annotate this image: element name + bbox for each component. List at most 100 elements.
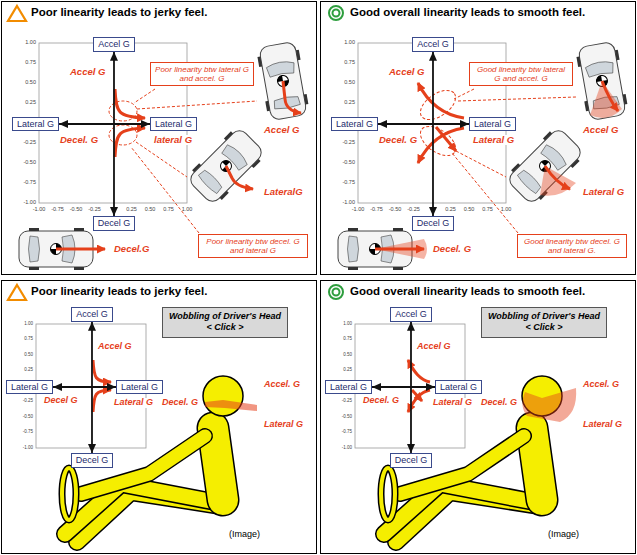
axis-tick: 1.00 — [501, 207, 512, 213]
axis-label-box: Accel G — [412, 37, 454, 52]
axis-tick: -0.50 — [342, 415, 352, 420]
callout-text: Good linearity btw lateral G and accel. … — [473, 65, 569, 83]
axis-tick: -1.00 — [352, 207, 365, 213]
axis-tick: -0.50 — [23, 160, 36, 166]
axis-tick: -0.50 — [23, 415, 33, 420]
g-label: Accel G — [97, 342, 133, 352]
leader-line — [452, 153, 518, 233]
g-fan — [540, 166, 576, 196]
axis-tick: 0.50 — [145, 207, 156, 213]
car-top-view — [256, 41, 310, 121]
info-hint: < Click > — [169, 322, 281, 333]
g-curve — [412, 390, 422, 401]
leader-line — [134, 89, 155, 103]
axis-tick: 0.75 — [163, 207, 174, 213]
g-curve — [115, 128, 145, 157]
g-curve — [93, 390, 111, 412]
axis-tick: -0.25 — [23, 140, 36, 146]
good-rating-circle — [329, 285, 343, 299]
axis-label-box: Lateral G — [435, 380, 482, 395]
g-arrow — [602, 81, 618, 111]
g-label: Decel. G — [161, 398, 199, 408]
g-label: lateral G — [153, 135, 193, 145]
axis-label-box: Accel G — [93, 37, 135, 52]
poor-rating-triangle — [8, 285, 26, 300]
info-title: Wobbling of Driver's Head — [488, 311, 600, 322]
axis-label-box: Decel G — [71, 453, 114, 468]
axis-tick: 0.25 — [343, 368, 352, 373]
axis-label: Decel G — [395, 455, 428, 466]
axis-tick: 1.00 — [24, 322, 33, 327]
axis-label-box: Lateral G — [12, 117, 59, 132]
callout-box: Poor linearity btw lateral G and accel. … — [150, 62, 254, 86]
axis-tick: 0.75 — [25, 60, 36, 66]
g-label: Decel. G — [432, 244, 472, 254]
info-box: Wobbling of Driver's Head< Click > — [162, 307, 288, 338]
g-label: Lateral G — [263, 420, 304, 430]
g-arrow — [545, 166, 570, 189]
axis-tick: -0.50 — [342, 160, 355, 166]
g-fan — [590, 81, 622, 118]
leader-line — [136, 142, 187, 177]
axis-label: Lateral G — [336, 119, 373, 130]
leader-line — [454, 89, 474, 99]
axis-tick: 1.00 — [343, 322, 352, 327]
axis-label: Accel G — [76, 309, 108, 320]
axis-label-box: Lateral G — [116, 380, 163, 395]
axis-tick: 0.75 — [344, 60, 355, 66]
panel-art — [329, 6, 629, 270]
g-curve — [115, 89, 145, 118]
callout-box: Good linearity btw lateral G and accel. … — [469, 62, 573, 86]
info-hint: < Click > — [488, 322, 600, 333]
g-label: Decel. G — [378, 135, 418, 145]
axis-label: Lateral G — [11, 382, 48, 393]
axis-label-box: Lateral G — [469, 117, 516, 132]
g-label: Lateral G — [113, 398, 154, 408]
poor-rating-triangle — [8, 6, 26, 21]
axis-tick: -0.75 — [23, 180, 36, 186]
image-note: (Image) — [548, 530, 579, 540]
axis-tick: 0.25 — [24, 368, 33, 373]
panel-art — [8, 6, 310, 270]
axis-label: Lateral G — [121, 382, 158, 393]
g-label: Decel. G — [480, 398, 518, 408]
callout-text: Poor linearity btw lateral G and accel. … — [154, 65, 250, 83]
g-arrow — [226, 166, 253, 189]
chart-panel: Good overall linearity leads to smooth f… — [320, 280, 636, 554]
good-rating-circle — [333, 289, 340, 296]
axis-tick: -0.25 — [23, 399, 33, 404]
axis-tick: -0.25 — [407, 207, 420, 213]
axis-label: Decel G — [417, 218, 450, 229]
axis-tick: 0.25 — [25, 100, 36, 106]
axis-arrow — [113, 52, 115, 216]
axis-tick: -1.00 — [33, 207, 46, 213]
axis-tick: -1.00 — [23, 446, 33, 451]
leader-line — [137, 101, 257, 109]
axis-tick: 1.00 — [25, 40, 36, 46]
g-fan — [375, 239, 427, 259]
axis-label: Decel G — [98, 218, 131, 229]
axis-label-box: Lateral G — [331, 117, 378, 132]
axis-label: Lateral G — [330, 382, 367, 393]
axis-tick: 0.75 — [24, 337, 33, 342]
g-curve — [418, 128, 464, 163]
axis-label: Accel G — [417, 39, 449, 50]
image-note: (Image) — [229, 530, 260, 540]
callout-box: Poor linearity btw decel. G and lateral … — [198, 234, 308, 258]
axis-arrow — [53, 386, 116, 388]
g-label: Accel G — [69, 67, 106, 77]
axis-tick: -0.75 — [342, 430, 352, 435]
axis-label: Accel G — [395, 309, 427, 320]
head-wobble — [205, 400, 257, 411]
g-label: Accel. G — [263, 380, 301, 390]
axis-label: Accel G — [98, 39, 130, 50]
callout-text: Poor linearity btw decel. G and lateral … — [202, 237, 304, 255]
axis-tick: 0.75 — [482, 207, 493, 213]
axis-tick: -1.00 — [23, 200, 36, 206]
axis-label-box: Lateral G — [150, 117, 197, 132]
g-label: Lateral G — [582, 420, 623, 430]
axis-tick: 1.00 — [182, 207, 193, 213]
g-curve — [93, 360, 111, 382]
axis-tick: -0.75 — [51, 207, 64, 213]
g-curve — [436, 127, 456, 151]
